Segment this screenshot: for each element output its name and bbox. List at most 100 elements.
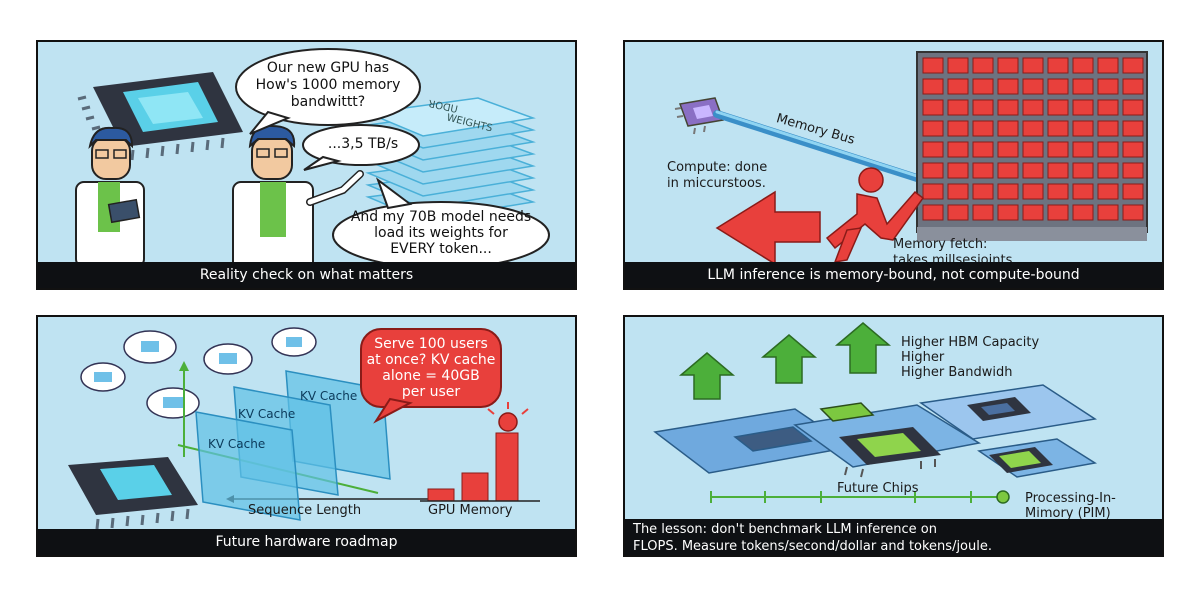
kv-cache-layers-icon: [195, 370, 391, 521]
memory-module-icon: [1047, 57, 1069, 74]
memory-module-icon: [972, 183, 994, 200]
bubble-model-line3: EVERY token...: [390, 241, 492, 257]
memory-module-icon: [1022, 204, 1044, 221]
memory-module-icon: [947, 204, 969, 221]
hbm-line3: Higher Bandwidh: [901, 365, 1013, 380]
memory-module-icon: [1022, 99, 1044, 116]
memory-module-icon: [947, 162, 969, 179]
memory-module-icon: [972, 141, 994, 158]
memory-module-icon: [1122, 204, 1144, 221]
memory-module-icon: [922, 57, 944, 74]
panel4-illustration: [653, 322, 1098, 504]
gpu-chip-icon: [77, 72, 243, 161]
speech-bubble-gpu: [235, 48, 421, 135]
pim-chip-icon: [989, 447, 1053, 473]
memory-module-icon: [1097, 162, 1119, 179]
panel-kv-cache: Serve 100 users at once? KV cache alone …: [36, 315, 577, 557]
gpu-memory-label: GPU Memory: [428, 503, 513, 518]
pim-line2: Mimory (PIM): [1025, 506, 1111, 521]
memory-rack-icon: [916, 51, 1148, 241]
gpu-memory-bars: [427, 432, 519, 502]
gpu-memory-bar: [495, 432, 519, 502]
memory-module-icon: [1097, 141, 1119, 158]
memory-module-icon: [1097, 99, 1119, 116]
memory-module-icon: [972, 204, 994, 221]
memory-module-icon: [922, 78, 944, 95]
kv-cache-label-3: KV Cache: [208, 437, 266, 451]
caption-memory-bound: LLM inference is memory-bound, not compu…: [625, 262, 1162, 288]
speech-bubble-bandwidth: [302, 124, 420, 171]
pim-label: Processing-In- Mimory (PIM): [1025, 491, 1116, 521]
memory-module-icon: [1047, 183, 1069, 200]
gpu-memory-bar: [461, 472, 489, 502]
bubble-bandwidth-text: ...3,5 TB/s: [327, 136, 399, 152]
memory-module-icon: [1022, 162, 1044, 179]
panel-reality-check: Our new GPU has How's 1000 memory bandwi…: [36, 40, 577, 290]
red-arrow-icon: [715, 190, 821, 266]
bubble-model-line1: And my 70B model needs: [350, 209, 532, 225]
memory-module-icon: [1072, 183, 1094, 200]
lesson-line1: The lesson: don't benchmark LLM inferenc…: [633, 522, 937, 537]
hbm-line2: Higher: [901, 350, 945, 365]
speech-bubble-model: [332, 177, 550, 269]
memory-module-icon: [947, 120, 969, 137]
sequence-length-label: Sequence Length: [248, 503, 362, 518]
memory-module-icon: [922, 99, 944, 116]
memory-module-icon: [1047, 204, 1069, 221]
memory-module-icon: [1097, 57, 1119, 74]
compute-line1: Compute: done: [667, 160, 768, 175]
gpu-memory-bar: [427, 488, 455, 502]
bubble-kv-text: Serve 100 users at once? KV cache alone …: [364, 336, 498, 400]
alert-icon: [487, 402, 529, 432]
bubble-model-text: And my 70B model needs load its weights …: [336, 209, 546, 257]
fetch-line1: Memory fetch:: [893, 237, 988, 252]
memory-module-icon: [1022, 183, 1044, 200]
memory-module-icon: [1097, 120, 1119, 137]
memory-module-icon: [997, 78, 1019, 95]
memory-module-icon: [1097, 183, 1119, 200]
running-figure-icon: [825, 167, 925, 263]
hbm-line1: Higher HBM Capacity: [901, 335, 1040, 350]
bubble-gpu-line3: bandwittt?: [290, 94, 366, 110]
memory-module-icon: [997, 99, 1019, 116]
chip-top-icon: [819, 397, 1031, 422]
memory-module-icon: [972, 99, 994, 116]
lesson-line2: FLOPS. Measure tokens/second/dollar and …: [633, 539, 992, 554]
memory-module-icon: [1047, 78, 1069, 95]
memory-module-icon: [947, 57, 969, 74]
memory-module-icon: [947, 141, 969, 158]
bubble-model-line2: load its weights for: [374, 225, 508, 241]
memory-module-icon: [1022, 57, 1044, 74]
memory-module-icon: [1022, 78, 1044, 95]
hbm-labels: Higher HBM Capacity Higher Higher Bandwi…: [901, 335, 1039, 380]
bubble-gpu-line1: Our new GPU has: [266, 60, 390, 76]
compute-line2: in miccurstoos.: [667, 176, 766, 191]
memory-module-icon: [1122, 141, 1144, 158]
memory-module-icon: [1047, 141, 1069, 158]
memory-module-icon: [947, 183, 969, 200]
panel3-illustration: [68, 327, 540, 530]
memory-rack-rows: [922, 57, 1144, 221]
main-chip-icon: [839, 427, 941, 478]
memory-module-icon: [1072, 162, 1094, 179]
memory-module-icon: [1022, 120, 1044, 137]
memory-module-icon: [1072, 78, 1094, 95]
kv-cache-label-1: KV Cache: [300, 389, 358, 403]
memory-module-icon: [972, 162, 994, 179]
bubble-kv-line4: per user: [401, 384, 461, 400]
memory-module-icon: [972, 57, 994, 74]
memory-module-icon: [1047, 162, 1069, 179]
bubble-kv-line3: alone = 40GB: [382, 368, 480, 384]
memory-module-icon: [922, 120, 944, 137]
memory-module-icon: [997, 141, 1019, 158]
panel2-illustration: [674, 51, 1148, 266]
memory-module-icon: [1097, 204, 1119, 221]
memory-module-icon: [1122, 78, 1144, 95]
memory-module-icon: [922, 141, 944, 158]
memory-module-icon: [972, 120, 994, 137]
compute-label: Compute: done in miccurstoos.: [667, 160, 767, 192]
memory-module-icon: [1122, 162, 1144, 179]
memory-module-icon: [1047, 99, 1069, 116]
memory-module-icon: [1097, 78, 1119, 95]
memory-module-icon: [922, 183, 944, 200]
